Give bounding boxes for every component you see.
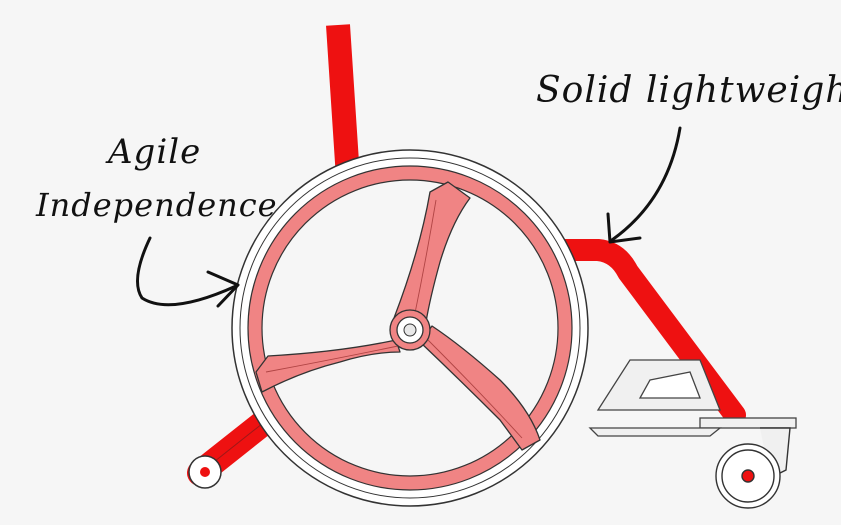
wheel-hub-center	[403, 323, 417, 337]
spoke-right	[419, 325, 541, 451]
rear-caster-hub	[200, 467, 210, 477]
footrest-assembly	[588, 359, 797, 437]
spoke-top	[393, 181, 471, 323]
arrow-solid	[606, 126, 682, 244]
arrow-agile	[136, 236, 240, 308]
main-wheel	[231, 149, 589, 507]
frame-seat-rail	[344, 239, 746, 426]
wheel-tire-inner	[239, 157, 581, 499]
annotation-solid-lightweight: Solid lightweight	[536, 70, 841, 111]
spoke-details	[265, 199, 523, 439]
annotation-independence: Independence	[36, 186, 278, 224]
annotation-agile: Agile	[108, 132, 202, 172]
front-caster	[715, 427, 791, 509]
